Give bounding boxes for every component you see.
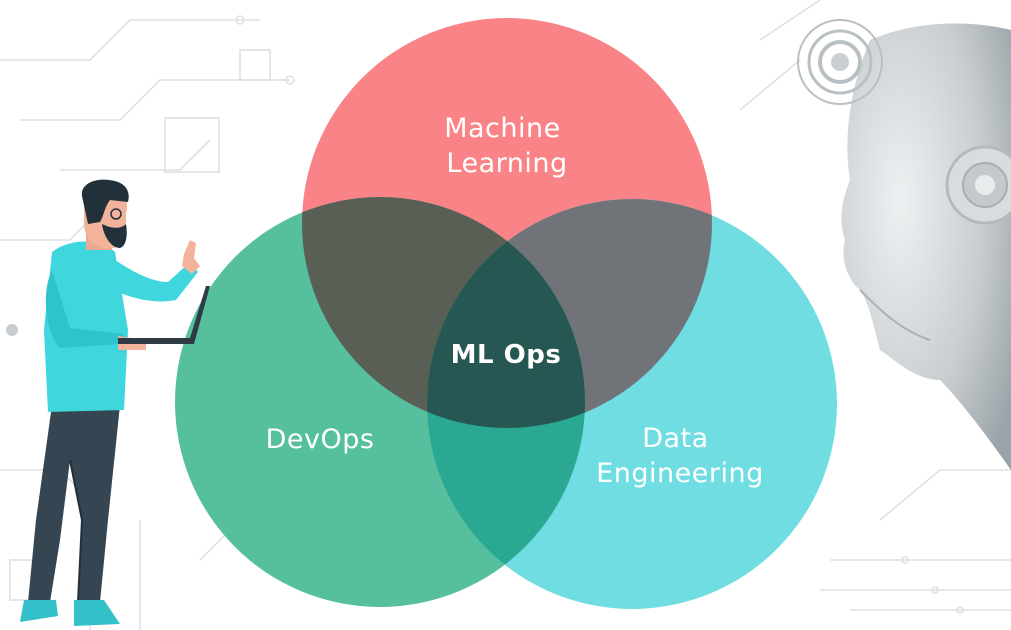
label-machine-learning: Machine Learning xyxy=(444,113,570,179)
label-data-engineering: Data Engineering xyxy=(596,423,764,489)
overlap-all xyxy=(427,199,585,428)
venn-diagram: Machine Learning DevOps Data Engineering… xyxy=(175,18,837,609)
label-ml-ops: ML Ops xyxy=(451,340,562,370)
label-devops: DevOps xyxy=(266,424,375,455)
person-figure xyxy=(20,179,210,626)
target-ring-icon xyxy=(797,19,883,105)
robot-head xyxy=(841,23,1011,470)
laptop-icon xyxy=(118,286,210,344)
